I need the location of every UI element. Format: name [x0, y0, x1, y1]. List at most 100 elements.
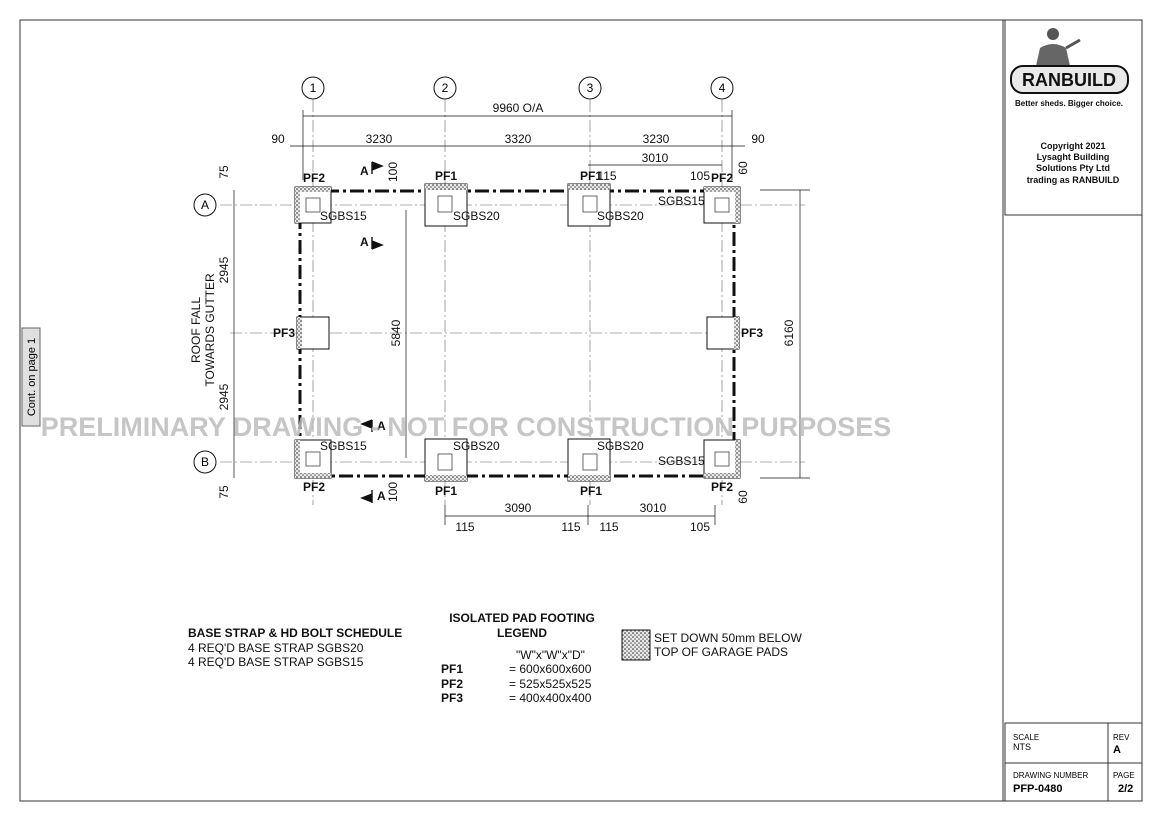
section-flag-icon	[360, 419, 373, 432]
strap-a3: SGBS20	[597, 209, 644, 223]
dim-top-sub-0: 115	[597, 169, 616, 183]
cont-tab: Cont. on page 1	[21, 327, 41, 427]
title-block-logo: RANBUILD Better sheds. Bigger choice. Co…	[1004, 19, 1143, 216]
pad-pf2-a1	[294, 186, 332, 224]
label-pf3-left: PF3	[273, 326, 295, 340]
setdown-hatch-swatch	[621, 629, 651, 661]
legend-pf2-value: = 525x525x525	[509, 677, 592, 691]
setdown-line-2: TOP OF GARAGE PADS	[654, 645, 788, 659]
dim-bottom-small-2: 60	[736, 490, 750, 504]
copyright-line-1: Copyright 2021	[1040, 141, 1105, 151]
section-flag-icon	[371, 161, 384, 174]
dim-top-sub-2: 3010	[642, 151, 669, 165]
watermark: PRELIMINARY DRAWING - NOT FOR CONSTRUCTI…	[41, 412, 892, 442]
worker-figure-icon	[1036, 28, 1081, 66]
dim-bottom-0: 3090	[505, 501, 532, 515]
label-pf2-b4: PF2	[711, 480, 733, 494]
roof-fall-line-1: ROOF FALL	[189, 297, 203, 363]
roof-fall-line-2: TOWARDS GUTTER	[203, 273, 217, 387]
dimension-lines	[233, 110, 810, 525]
grid-col-4: 4	[719, 81, 726, 95]
label-pf2-b1: PF2	[303, 480, 325, 494]
dim-top-small-2: 60	[736, 161, 750, 175]
scale-value: NTS	[1013, 742, 1031, 752]
schedule-line-2: 4 REQ'D BASE STRAP SGBS15	[188, 655, 364, 669]
pad-legend: ISOLATED PAD FOOTING LEGEND "W"x"W"x"D" …	[441, 611, 802, 705]
rev-label: REV	[1113, 733, 1130, 742]
dim-bottom-sub-0: 115	[455, 520, 474, 534]
grid-col-3: 3	[587, 81, 594, 95]
copyright-line-3: Solutions Pty Ltd	[1036, 163, 1110, 173]
setdown-line-1: SET DOWN 50mm BELOW	[654, 631, 802, 645]
grid-row-b: B	[201, 455, 209, 469]
page-value: 2/2	[1118, 783, 1133, 795]
pad-pf1-a3	[567, 183, 611, 227]
legend-pf1-name: PF1	[441, 662, 463, 676]
drawing-number: PFP-0480	[1013, 783, 1063, 795]
label-pf1-b2: PF1	[435, 484, 457, 498]
schedule-line-1: 4 REQ'D BASE STRAP SGBS20	[188, 641, 364, 655]
section-flag-icon	[360, 490, 373, 503]
label-pf1-a2: PF1	[435, 169, 457, 183]
page-label: PAGE	[1113, 771, 1135, 780]
pad-pf3-left	[296, 316, 330, 350]
dim-top-4: 90	[751, 132, 765, 146]
dim-top-3: 3230	[643, 132, 670, 146]
label-pf3-right: PF3	[741, 326, 763, 340]
section-a-2: A	[360, 235, 369, 249]
dim-top-0: 90	[271, 132, 285, 146]
ranbuild-logo-text: RANBUILD	[1022, 70, 1116, 90]
pad-pf1-a2	[424, 183, 468, 227]
bolt-schedule: BASE STRAP & HD BOLT SCHEDULE 4 REQ'D BA…	[188, 626, 402, 669]
dim-bottom-small-1: 100	[386, 482, 400, 502]
scale-label: SCALE	[1013, 733, 1039, 742]
rev-value: A	[1113, 744, 1121, 756]
dim-top-small-0: 75	[217, 165, 231, 179]
label-pf2-a4: PF2	[711, 171, 733, 185]
column-bolts	[305, 195, 730, 471]
legend-pf3-name: PF3	[441, 691, 463, 705]
dim-inner-height: 5840	[389, 319, 403, 346]
title-block-info: SCALE NTS REV A DRAWING NUMBER PFP-0480 …	[1004, 722, 1143, 802]
copyright-line-4: trading as RANBUILD	[1027, 175, 1120, 185]
legend-pf3-value: = 400x400x400	[509, 691, 592, 705]
strap-b1: SGBS15	[320, 439, 367, 453]
dim-top-1: 3230	[366, 132, 393, 146]
strap-labels: SGBS15 SGBS20 SGBS20 SGBS15 SGBS15 SGBS2…	[320, 194, 705, 468]
pad-pf2-b4	[703, 439, 741, 479]
strap-a4: SGBS15	[658, 194, 705, 208]
dim-top-small-1: 100	[386, 162, 400, 182]
dim-bottom-1: 3010	[640, 501, 667, 515]
copyright-line-2: Lysaght Building	[1037, 152, 1110, 162]
section-a-4: A	[377, 489, 386, 503]
legend-header: "W"x"W"x"D"	[516, 648, 585, 662]
strap-b2: SGBS20	[453, 439, 500, 453]
dim-bottom-sub-1: 115	[561, 520, 580, 534]
dim-left-bay-0: 2945	[217, 256, 231, 283]
label-pf2-a1: PF2	[303, 171, 325, 185]
dim-top-2: 3320	[505, 132, 532, 146]
section-flag-icon	[371, 237, 384, 250]
legend-title-1: ISOLATED PAD FOOTING	[449, 611, 595, 625]
section-markers: A A A A	[360, 161, 386, 503]
dim-overall: 9960 O/A	[493, 101, 544, 115]
section-a-3: A	[377, 419, 386, 433]
strap-a1: SGBS15	[320, 209, 367, 223]
dim-bottom-sub-2: 115	[599, 520, 618, 534]
section-a-1: A	[360, 164, 369, 178]
pad-pf1-b3	[567, 438, 611, 482]
tagline: Better sheds. Bigger choice.	[1015, 99, 1123, 108]
dimension-text: 9960 O/A 90 3230 3320 3230 90 115 105 30…	[217, 101, 796, 534]
strap-b4: SGBS15	[658, 454, 705, 468]
dim-bottom-small-0: 75	[217, 485, 231, 499]
grid-col-2: 2	[442, 81, 449, 95]
dim-top-sub-1: 105	[690, 169, 710, 183]
grid-bubbles: 1 2 3 4 A B	[193, 76, 734, 474]
strap-a2: SGBS20	[453, 209, 500, 223]
grid-col-1: 1	[310, 81, 317, 95]
cont-text: Cont. on page 1	[26, 338, 38, 416]
pad-pf2-a4	[703, 186, 741, 224]
ranbuild-logo	[1010, 65, 1129, 94]
pad-footings	[294, 183, 741, 482]
dim-bottom-sub-3: 105	[690, 520, 710, 534]
